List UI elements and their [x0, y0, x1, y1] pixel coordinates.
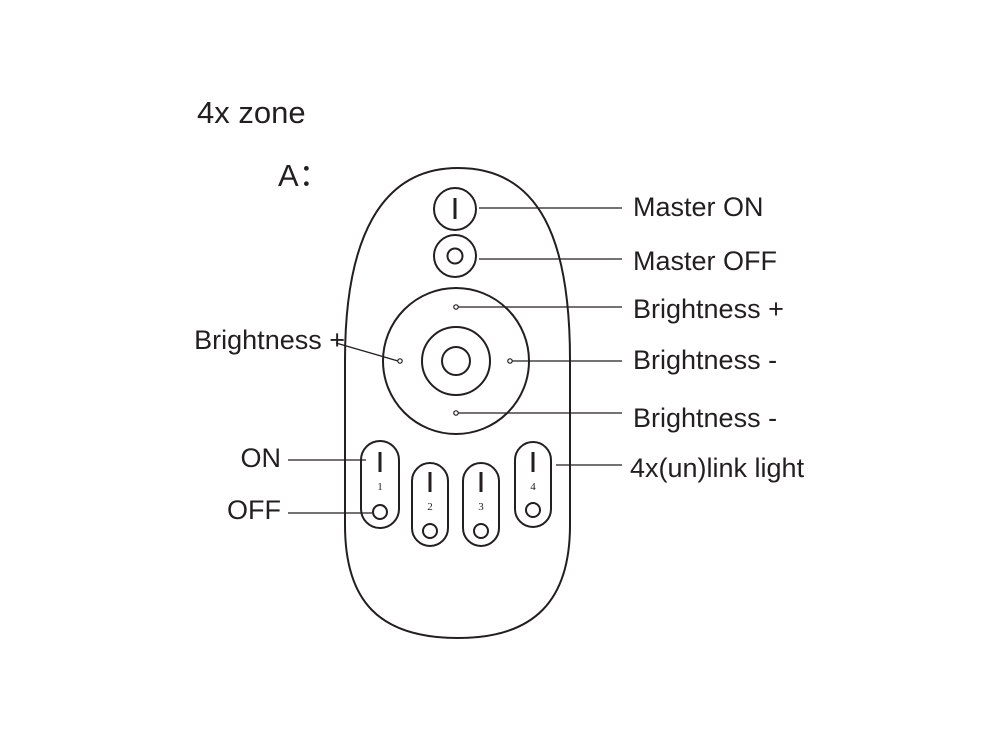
zone-number: 2: [427, 501, 433, 513]
brightness-left-marker: [397, 358, 403, 364]
zone-button-4[interactable]: 4: [514, 441, 552, 528]
center-button[interactable]: [441, 346, 471, 376]
remote-body: [344, 166, 571, 640]
label-brightness-minus-bottom: Brightness -: [633, 403, 777, 433]
brightness-wheel[interactable]: [382, 287, 530, 435]
sub-heading: A：: [278, 158, 330, 193]
label-link-light: 4x(un)link light: [630, 453, 805, 483]
brightness-right-marker: [507, 358, 513, 364]
brightness-down-marker: [453, 410, 459, 416]
zone-button-1[interactable]: 1: [360, 440, 400, 529]
zone-number: 1: [377, 481, 383, 493]
zone-button-2[interactable]: 2: [411, 462, 449, 547]
zone-button-3[interactable]: 3: [462, 462, 500, 547]
zone-off-icon: [422, 523, 438, 539]
master-off-button[interactable]: [433, 234, 477, 278]
label-on: ON: [241, 443, 282, 473]
zone-heading: 4x zone: [197, 95, 306, 130]
master-on-button[interactable]: [433, 187, 477, 231]
power-off-icon: [446, 247, 464, 265]
brightness-up-marker: [453, 304, 459, 310]
label-master-on: Master ON: [633, 192, 764, 222]
zone-off-icon: [525, 502, 541, 518]
label-brightness-plus-top: Brightness +: [633, 294, 784, 324]
zone-number: 3: [478, 501, 484, 513]
leader-brightness-left: [335, 342, 399, 362]
label-brightness-minus-right: Brightness -: [633, 345, 777, 375]
zone-off-icon: [473, 523, 489, 539]
label-master-off: Master OFF: [633, 246, 777, 276]
zone-number: 4: [530, 481, 536, 493]
label-brightness-plus-left: Brightness +: [194, 325, 345, 355]
label-off: OFF: [227, 495, 281, 525]
zone-off-icon: [372, 504, 388, 520]
